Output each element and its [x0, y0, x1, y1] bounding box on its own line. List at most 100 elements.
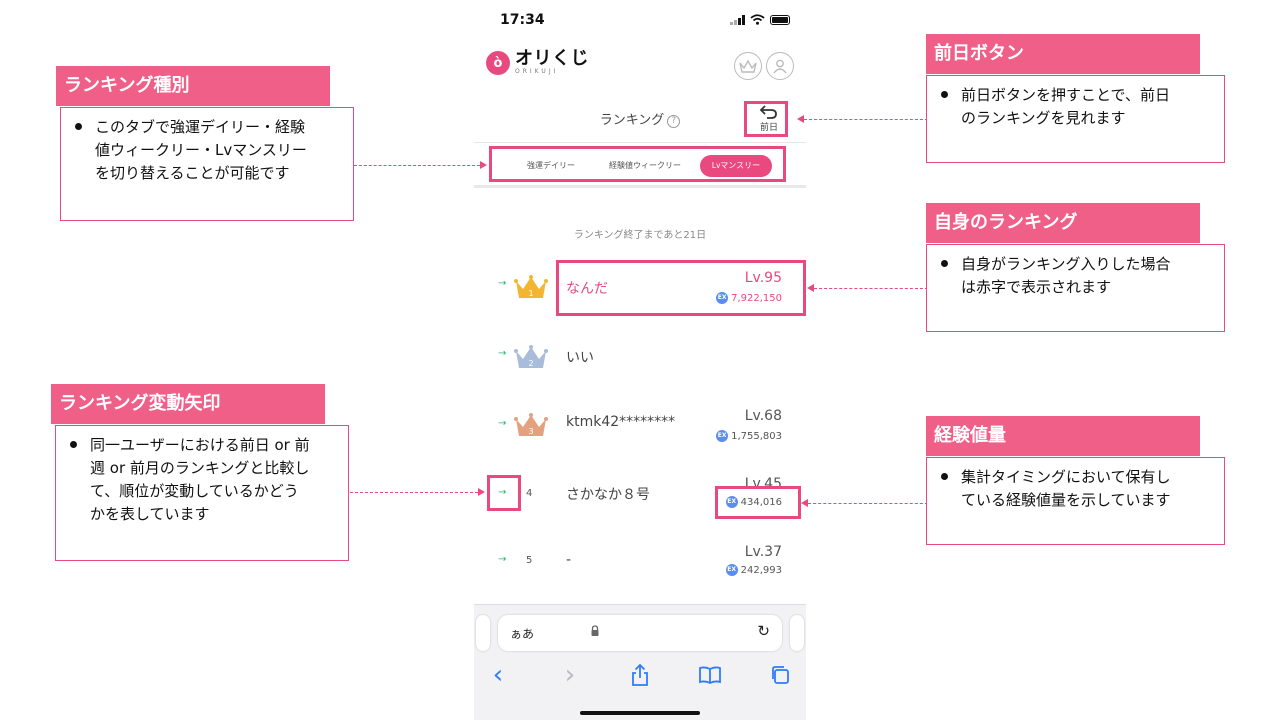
user-name: ktmk42********: [566, 414, 676, 430]
bronze-crown-icon: 3: [514, 413, 548, 436]
reload-icon[interactable]: ↻: [757, 622, 770, 640]
logo-subtext: ORIKUJI: [515, 68, 559, 75]
user-icon[interactable]: [766, 52, 794, 80]
undo-arrow-icon: [759, 105, 777, 119]
prev-tab-edge[interactable]: [476, 615, 490, 651]
connector-arrowhead: [480, 161, 487, 169]
logo-text: オリくじ: [515, 48, 589, 69]
text-size-button[interactable]: ぁあ: [510, 627, 535, 641]
phone-screen: 17:34 ò オリくじ ORIKUJI: [474, 0, 806, 720]
crown-rank-number: 2: [528, 359, 533, 368]
annotation-title: 経験値量: [926, 416, 1200, 456]
prev-day-label: 前日: [759, 122, 778, 132]
bookmarks-icon[interactable]: [698, 663, 722, 687]
app-header: ò オリくじ ORIKUJI: [474, 44, 806, 90]
user-exp: EX 434,016: [725, 496, 782, 508]
gold-crown-icon: 1: [514, 275, 548, 298]
crown-icon[interactable]: [734, 52, 762, 80]
annotation-own-ranking: 自身のランキング 自身がランキング入りした場合 は赤字で表示されます: [926, 203, 1228, 333]
tab-monthly[interactable]: Lvマンスリー: [700, 155, 772, 177]
ex-badge-icon: EX: [725, 564, 738, 576]
share-icon[interactable]: [628, 663, 652, 687]
user-exp-value: 242,993: [740, 564, 782, 576]
user-exp: EX 7,922,150: [716, 292, 782, 304]
ex-badge-icon: EX: [725, 496, 738, 508]
tab-weekly[interactable]: 経験値ウィークリー: [596, 155, 694, 177]
connector-exp: [808, 503, 928, 504]
highlight-rank-arrow: [487, 475, 521, 511]
connector-prev: [804, 119, 928, 120]
user-name: いい: [566, 350, 594, 366]
prev-day-button[interactable]: 前日: [756, 104, 782, 134]
wifi-icon: [750, 14, 765, 25]
annotation-body: このタブで強運デイリー・経験 値ウィークリー・Lvマンスリー を切り替えることが…: [60, 107, 354, 221]
status-time: 17:34: [500, 12, 545, 28]
rank-number: 5: [526, 555, 533, 566]
user-exp-value: 434,016: [740, 496, 782, 508]
user-exp-value: 7,922,150: [731, 292, 782, 304]
rank-change-arrow-icon: →: [498, 418, 507, 429]
page-title-text: ランキング: [599, 113, 665, 128]
rank-change-arrow-icon: →: [498, 348, 507, 359]
address-bar[interactable]: ぁあ ↻: [498, 615, 782, 651]
tabs-icon[interactable]: [768, 663, 792, 687]
connector-arrowhead: [797, 115, 804, 123]
page-title: ランキング?: [474, 109, 806, 128]
annotation-ranking-arrow: ランキング変動矢印 同一ユーザーにおける前日 or 前 週 or 前月のランキン…: [51, 384, 353, 562]
rank-change-arrow-icon: →: [498, 554, 507, 565]
ranking-row-2[interactable]: → 2 いい: [474, 326, 806, 386]
logo-mark-icon: ò: [486, 51, 510, 75]
ranking-row-1[interactable]: → 1 なんだ Lv.95 EX 7,922,150: [474, 258, 806, 318]
browser-toolbar: ぁあ ↻ ‹ ›: [474, 604, 806, 720]
rank-change-arrow-icon: →: [498, 487, 507, 498]
page-header: ランキング? 前日: [474, 98, 806, 138]
highlight-own-ranking: [556, 260, 806, 316]
logo[interactable]: ò オリくじ ORIKUJI: [486, 50, 589, 76]
connector-arrowhead: [801, 499, 808, 507]
help-icon[interactable]: ?: [667, 115, 681, 128]
connector-arrowhead: [478, 488, 485, 496]
user-name: -: [566, 552, 572, 568]
connector-arrow: [350, 492, 478, 493]
lock-icon: [591, 625, 599, 636]
status-bar: 17:34: [474, 0, 806, 44]
annotation-exp-amount: 経験値量 集計タイミングにおいて保有し ている経験値量を示しています: [926, 416, 1228, 546]
annotation-title: ランキング変動矢印: [51, 384, 325, 424]
ranking-row-3[interactable]: → 3 ktmk42******** Lv.68 EX 1,755,803: [474, 394, 806, 454]
annotation-prev-day: 前日ボタン 前日ボタンを押すことで、前日 のランキングを見れます: [926, 34, 1228, 164]
user-name: さかなか８号: [566, 487, 650, 503]
status-icons: [730, 14, 790, 25]
annotation-title: 前日ボタン: [926, 34, 1200, 74]
crown-rank-number: 1: [528, 289, 533, 298]
highlight-exp: [715, 486, 801, 519]
ex-badge-icon: EX: [716, 430, 729, 442]
back-icon[interactable]: ‹: [492, 660, 504, 690]
battery-icon: [770, 14, 790, 25]
rank-change-arrow-icon: →: [498, 278, 507, 289]
annotation-body: 同一ユーザーにおける前日 or 前 週 or 前月のランキングと比較し て、順位…: [55, 425, 349, 561]
annotation-body: 前日ボタンを押すことで、前日 のランキングを見れます: [926, 75, 1225, 163]
home-indicator: [580, 711, 700, 715]
highlight-prev-button: [744, 101, 788, 137]
ex-badge-icon: EX: [716, 292, 729, 304]
connector-arrowhead: [807, 284, 814, 292]
forward-icon[interactable]: ›: [564, 660, 576, 690]
crown-rank-number: 3: [528, 427, 533, 436]
remaining-days-text: ランキング終了まであと21日: [573, 230, 707, 241]
next-tab-edge[interactable]: [790, 615, 804, 651]
signal-icon: [730, 14, 745, 25]
connector-own: [814, 288, 928, 289]
user-level: Lv.37: [744, 544, 782, 560]
annotation-ranking-type: ランキング種別 このタブで強運デイリー・経験 値ウィークリー・Lvマンスリー を…: [56, 66, 356, 224]
user-level: Lv.95: [744, 270, 782, 286]
ranking-tabs: 強運デイリー 経験値ウィークリー Lvマンスリー: [474, 142, 806, 188]
annotation-body: 集計タイミングにおいて保有し ている経験値量を示しています: [926, 457, 1225, 545]
annotation-title: 自身のランキング: [926, 203, 1200, 243]
ranking-row-5[interactable]: → 5 - Lv.37 EX 242,993: [474, 532, 806, 592]
user-exp: EX 242,993: [725, 564, 782, 576]
user-level: Lv.68: [744, 408, 782, 424]
user-exp: EX 1,755,803: [716, 430, 782, 442]
rank-number: 4: [526, 488, 533, 499]
tab-daily[interactable]: 強運デイリー: [514, 155, 588, 177]
silver-crown-icon: 2: [514, 345, 548, 368]
